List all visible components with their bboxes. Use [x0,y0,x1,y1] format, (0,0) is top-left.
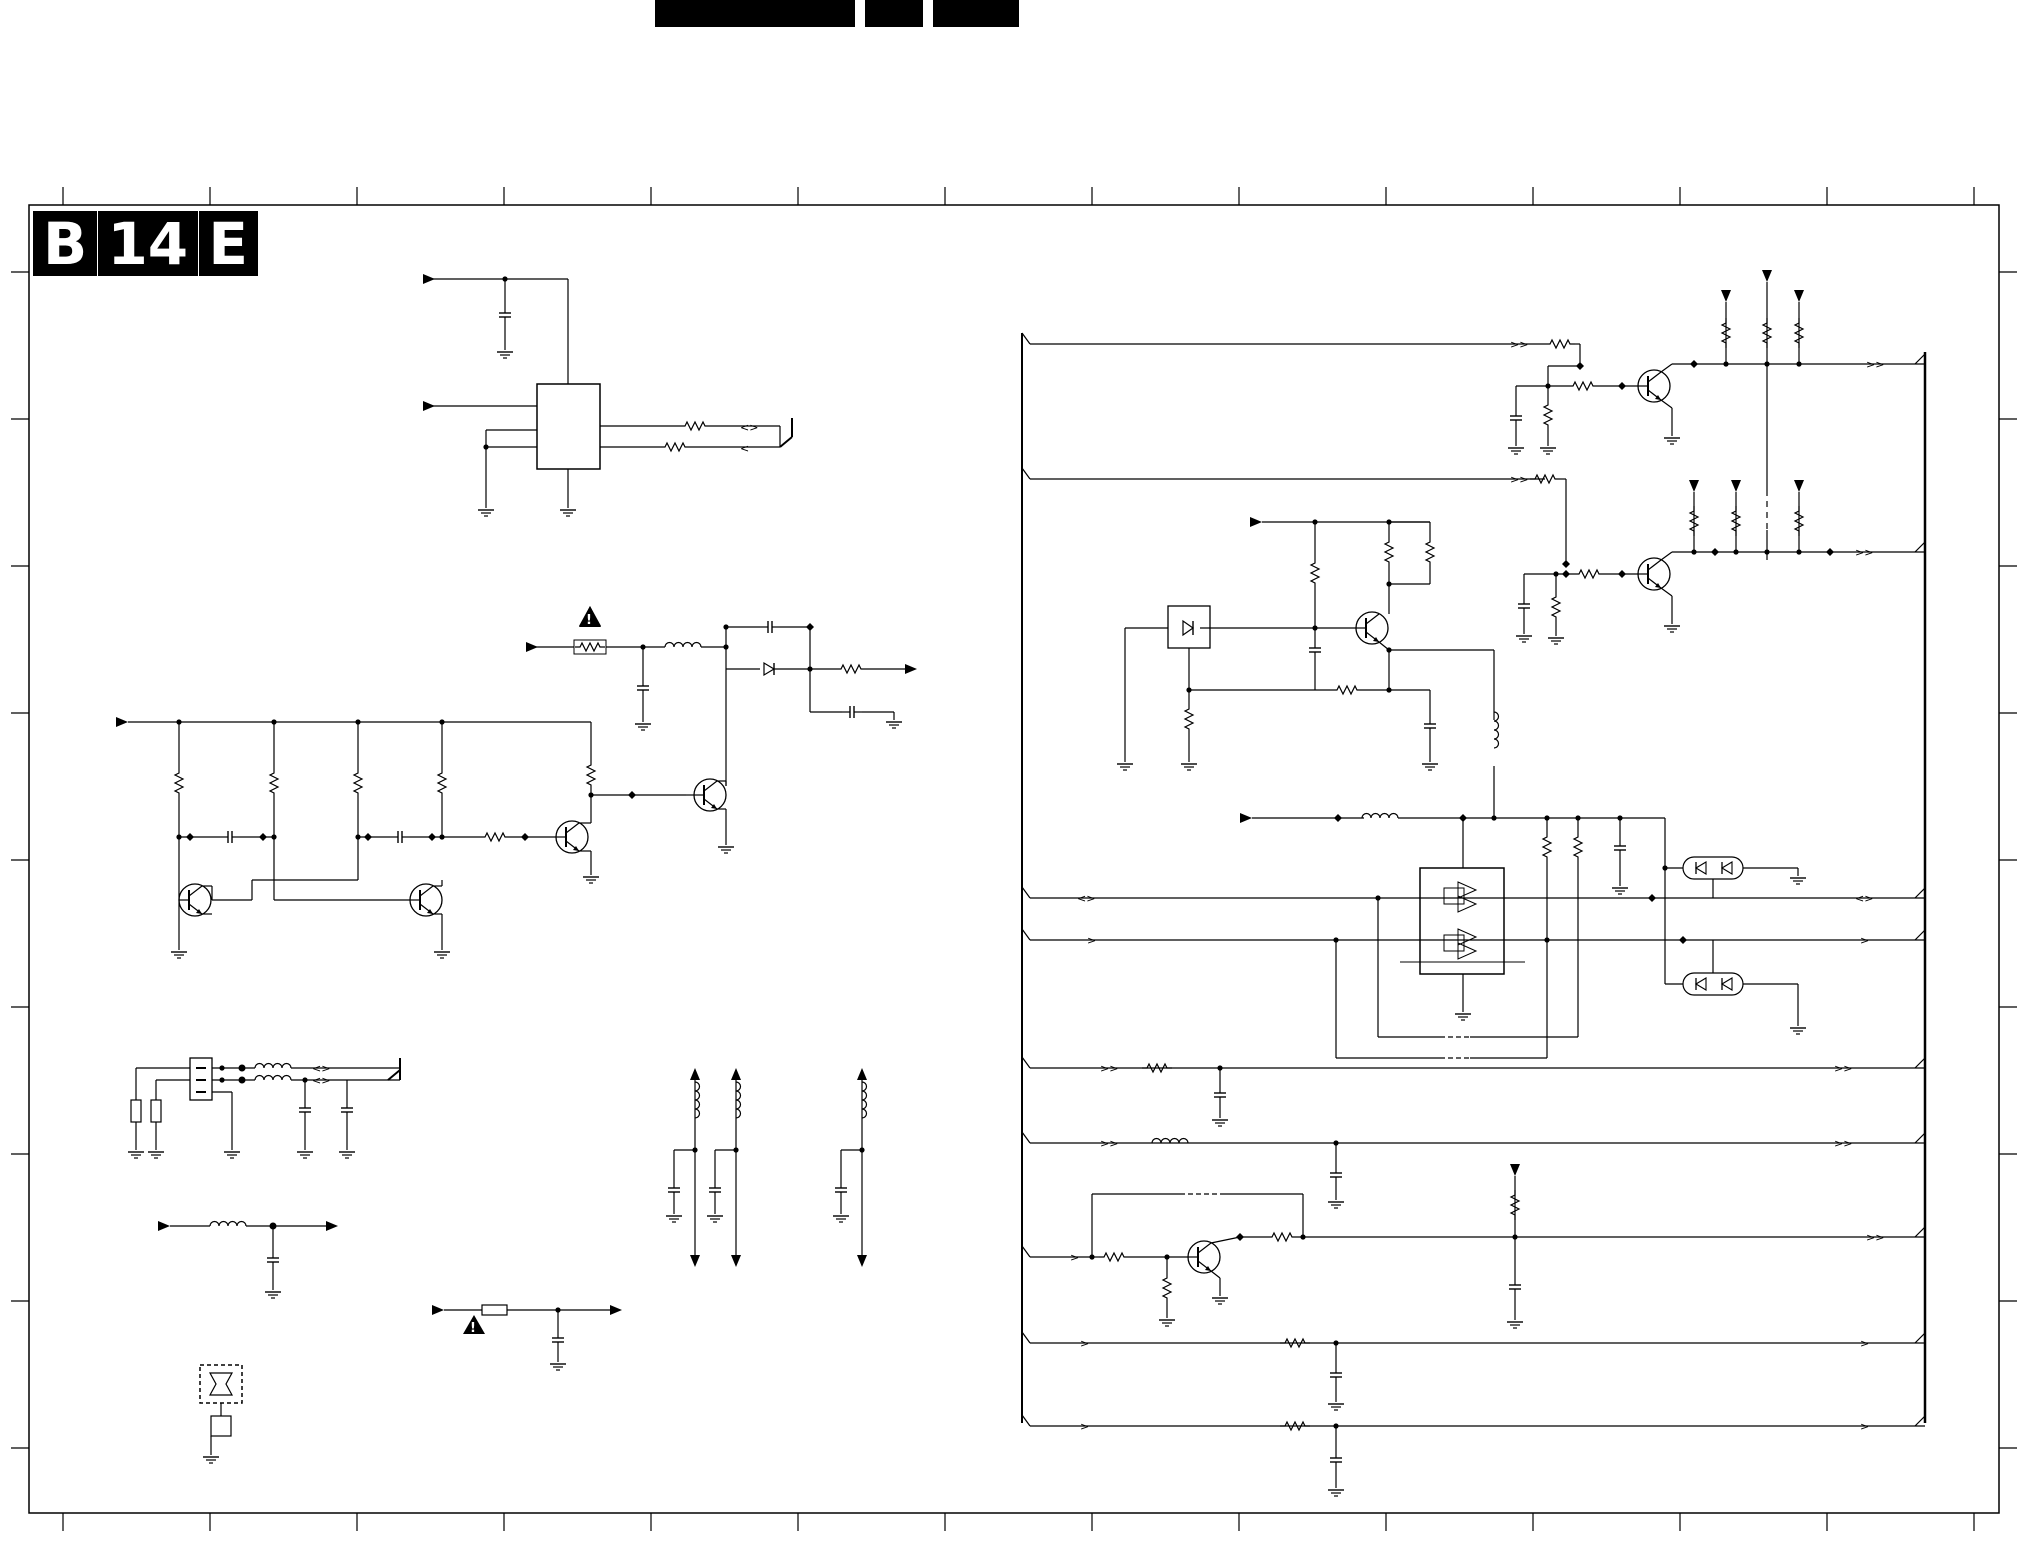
svg-text:>>: >> [1834,1062,1852,1075]
sheet-frame [11,187,2017,1531]
sheet-title-part-1: B [43,209,88,278]
svg-text:>>: >> [1855,546,1873,559]
svg-text:>: > [1087,934,1096,947]
header-block-3 [933,0,1019,27]
sheet-title: B 14 E [33,209,258,278]
right-bus-section: >> >> [1021,270,1927,1497]
oscillator-section [116,717,735,959]
sheet-title-part-3: E [208,209,248,278]
svg-text:<>: <> [740,421,758,434]
svg-text:>>: >> [1510,338,1528,351]
svg-text:>: > [1860,934,1869,947]
svg-text:<>: <> [1855,892,1873,905]
svg-text:!: ! [470,1321,476,1336]
svg-text:<>: <> [1077,892,1095,905]
svg-text:>>: >> [1866,1231,1884,1244]
svg-text:>>: >> [1100,1062,1118,1075]
warning-triangle-icon: ! [579,606,601,628]
connector-filter-section: <> <> [127,1057,401,1464]
fuse-section-bottom: ! [432,1304,622,1371]
svg-text:>: > [1080,1337,1089,1350]
svg-text:<>: <> [312,1074,330,1087]
supply-filter-section: ! [526,606,917,786]
svg-text:>: > [1860,1337,1869,1350]
header-block-1 [655,0,855,27]
header-block-2 [865,0,923,27]
svg-text:!: ! [586,613,592,628]
svg-text:>>: >> [1100,1137,1118,1150]
sheet-title-part-2: 14 [107,209,189,278]
svg-text:<: < [740,442,749,455]
svg-text:>>: >> [1866,358,1884,371]
svg-text:>: > [1860,1420,1869,1433]
svg-text:>>: >> [1510,473,1528,486]
inductor-columns [665,1068,868,1267]
svg-text:>: > [1070,1251,1079,1264]
svg-text:>: > [1080,1420,1089,1433]
svg-text:>>: >> [1834,1137,1852,1150]
ic-gates [1443,881,1478,960]
svg-text:<>: <> [312,1062,330,1075]
ic-block-top-left: <> < [423,274,793,517]
